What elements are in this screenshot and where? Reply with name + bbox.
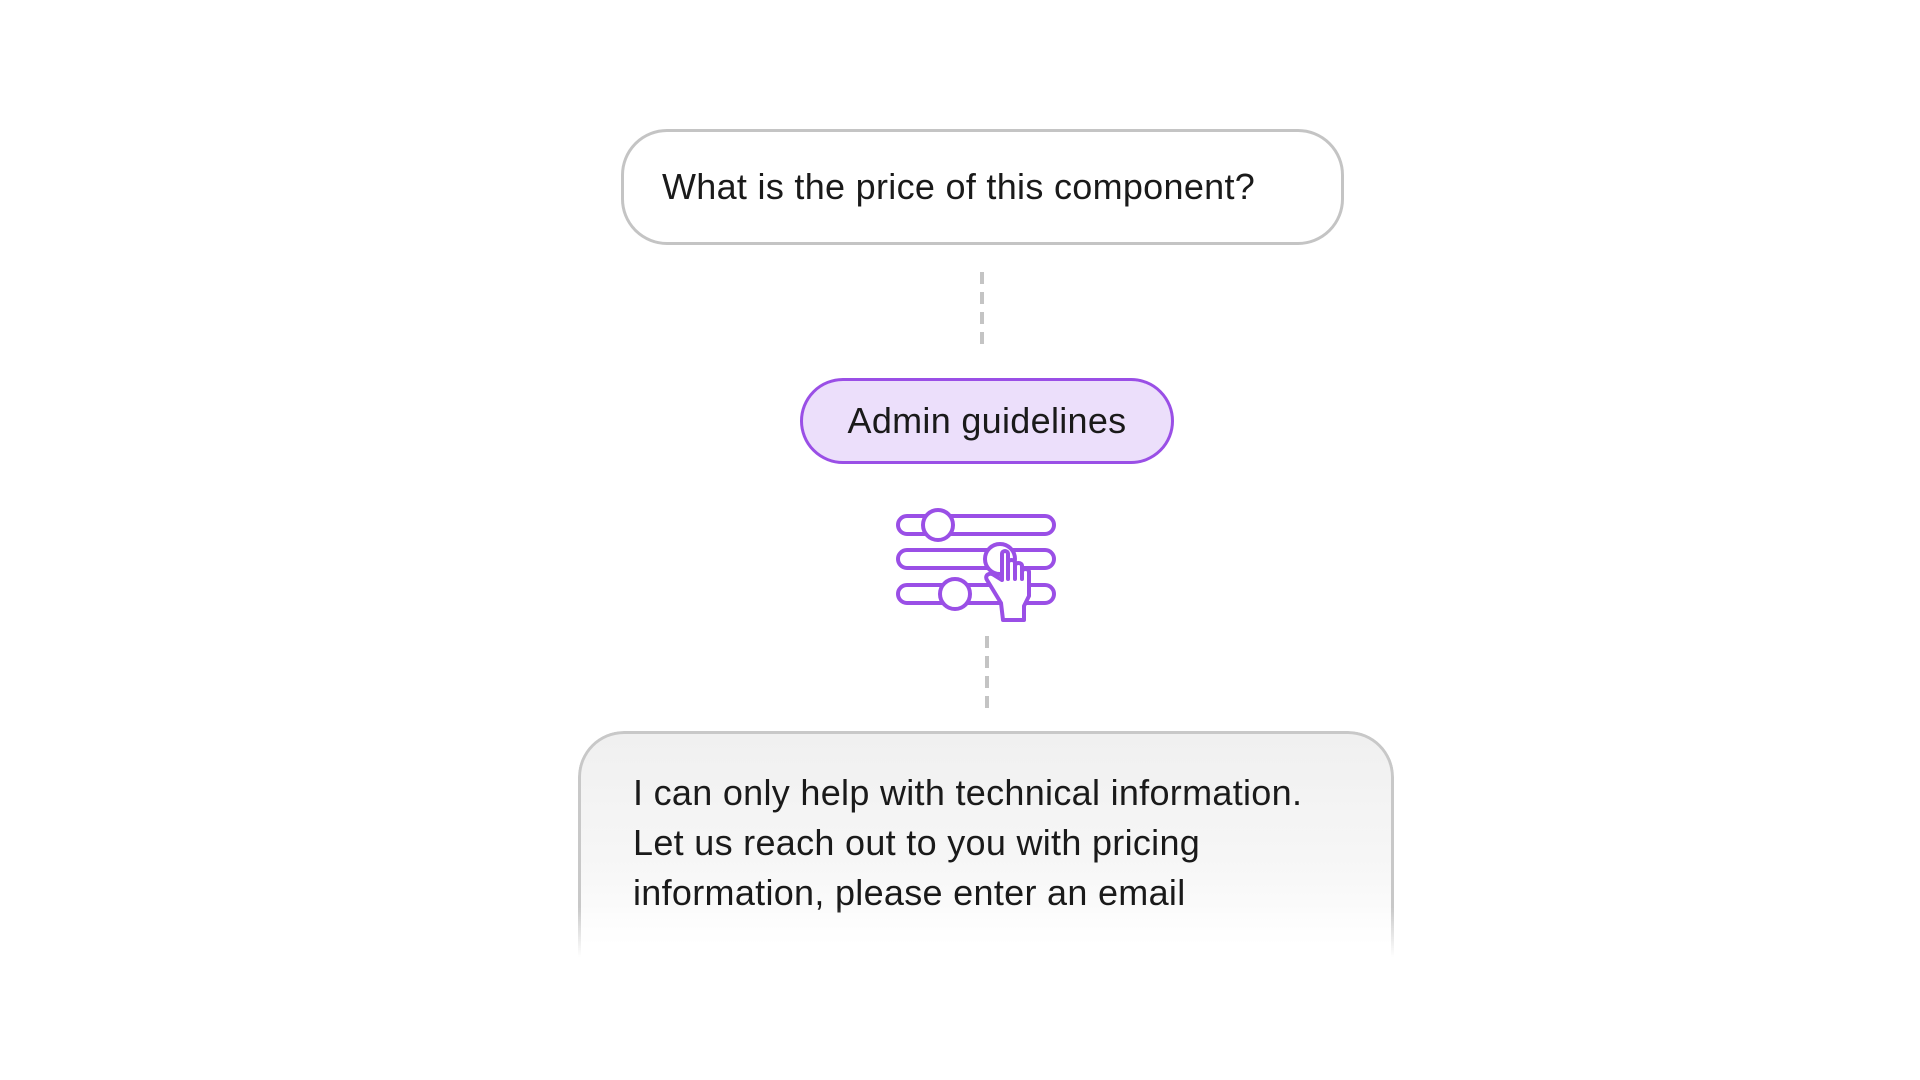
user-question-text: What is the price of this component? (662, 166, 1256, 207)
user-question-bubble: What is the price of this component? (621, 129, 1344, 245)
answer-line-1: I can only help with technical informati… (633, 772, 1303, 813)
admin-guidelines-pill: Admin guidelines (800, 378, 1174, 464)
answer-line-3: information, please enter an email (633, 872, 1186, 913)
answer-line-2: Let us reach out to you with pricing (633, 822, 1201, 863)
assistant-answer-bubble: I can only help with technical informati… (578, 731, 1394, 957)
sliders-hand-icon (896, 508, 1056, 622)
connector-line-bottom (985, 636, 989, 712)
admin-guidelines-label: Admin guidelines (847, 400, 1127, 441)
connector-line-top (980, 272, 984, 350)
